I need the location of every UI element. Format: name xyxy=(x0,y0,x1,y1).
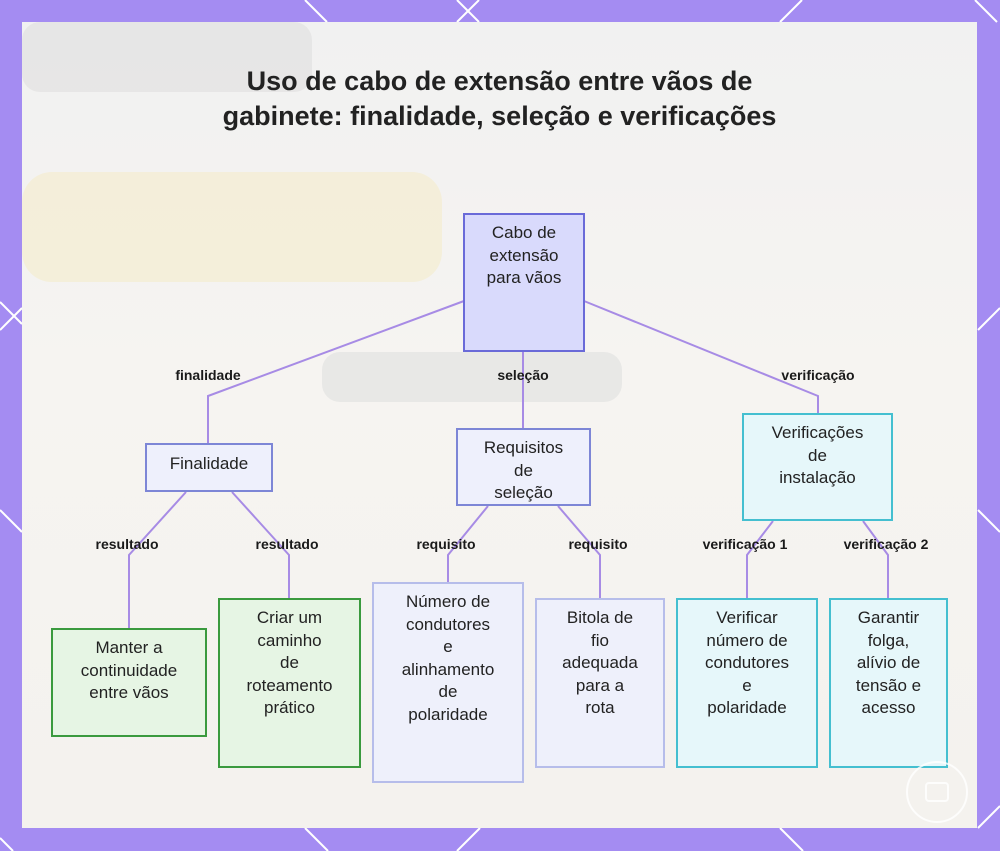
node-wire-gauge: Bitola de fio adequada para a rota xyxy=(535,598,665,768)
node-selection-label: Requisitos de seleção xyxy=(483,438,564,502)
edge-root-purpose xyxy=(207,300,465,443)
edge-checks-slack xyxy=(862,520,889,598)
node-routing-label: Criar um caminho de roteamento prático xyxy=(246,608,333,717)
diagram-title: Uso de cabo de extensão entre vãos de ga… xyxy=(222,66,777,131)
diagram-panel: Uso de cabo de extensão entre vãos de ga… xyxy=(22,22,977,828)
node-checks-label: Verificações de instalação xyxy=(771,423,864,487)
edge-root-checks xyxy=(583,300,819,413)
edge-layer xyxy=(128,300,889,628)
edge-label-checks: verificação xyxy=(781,367,855,383)
node-root-label: Cabo de extensão para vãos xyxy=(486,223,562,287)
node-purpose-label: Finalidade xyxy=(169,454,249,473)
edge-label-requirement-1: requisito xyxy=(416,536,476,552)
node-ensure-slack: Garantir folga, alívio de tensão e acess… xyxy=(829,598,948,768)
node-purpose: Finalidade xyxy=(145,443,273,492)
node-conductor-count: Número de condutores e alinhamento de po… xyxy=(372,582,524,783)
watermark-logo-icon xyxy=(906,761,968,823)
edge-label-check-2: verificação 2 xyxy=(843,536,929,552)
node-slack-label: Garantir folga, alívio de tensão e acess… xyxy=(855,608,922,717)
edge-label-result-1: resultado xyxy=(95,536,159,552)
node-routing-path: Criar um caminho de roteamento prático xyxy=(218,598,361,768)
edge-checks-verify xyxy=(746,520,774,598)
node-gauge-label: Bitola de fio adequada para a rota xyxy=(562,608,638,717)
edge-label-check-1: verificação 1 xyxy=(702,536,788,552)
edge-purpose-routing xyxy=(231,491,290,598)
node-installation-checks: Verificações de instalação xyxy=(742,413,893,521)
edge-label-result-2: resultado xyxy=(255,536,319,552)
node-selection-requirements: Requisitos de seleção xyxy=(456,428,591,506)
node-root-extension-cable: Cabo de extensão para vãos xyxy=(463,213,585,352)
node-verify-label: Verificar número de condutores e polarid… xyxy=(704,608,790,717)
edge-purpose-continuity xyxy=(128,491,187,628)
node-continuity-label: Manter a continuidade entre vãos xyxy=(80,638,178,702)
edge-selection-conductor xyxy=(447,505,489,582)
edge-label-requirement-2: requisito xyxy=(568,536,628,552)
node-verify-conductors: Verificar número de condutores e polarid… xyxy=(676,598,818,768)
blurred-background-photo xyxy=(22,22,622,402)
edge-selection-gauge xyxy=(557,505,601,598)
edge-label-selection: seleção xyxy=(497,367,549,383)
node-conductor-label: Número de condutores e alinhamento de po… xyxy=(401,592,495,724)
node-continuity: Manter a continuidade entre vãos xyxy=(51,628,207,737)
edge-label-purpose: finalidade xyxy=(175,367,241,383)
